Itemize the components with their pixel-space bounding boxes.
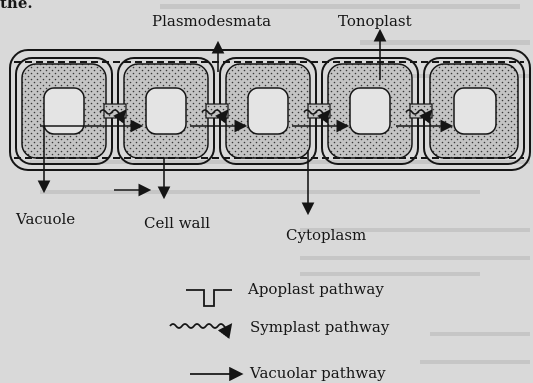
- symplast-legend-symbol: [170, 324, 230, 328]
- label-tonoplast: Tonoplast: [338, 14, 412, 29]
- cell-3: [220, 58, 316, 164]
- label-cell-wall: Cell wall: [144, 216, 210, 231]
- label-vacuole: Vacuole: [16, 212, 75, 227]
- cell-4: [322, 58, 418, 164]
- legend-symbols: [170, 290, 240, 374]
- cell-5: [424, 58, 524, 164]
- label-cytoplasm: Cytoplasm: [286, 228, 366, 243]
- label-plasmodesmata: Plasmodesmata: [152, 14, 271, 29]
- apoplast-legend-symbol: [186, 290, 232, 306]
- cells: [16, 58, 524, 164]
- legend-label-vacuolar: Vacuolar pathway: [250, 366, 386, 381]
- legend-label-symplast: Symplast pathway: [250, 320, 389, 335]
- cell-2: [118, 58, 214, 164]
- cell-1: [16, 58, 112, 164]
- legend-label-apoplast: Apoplast pathway: [248, 282, 384, 297]
